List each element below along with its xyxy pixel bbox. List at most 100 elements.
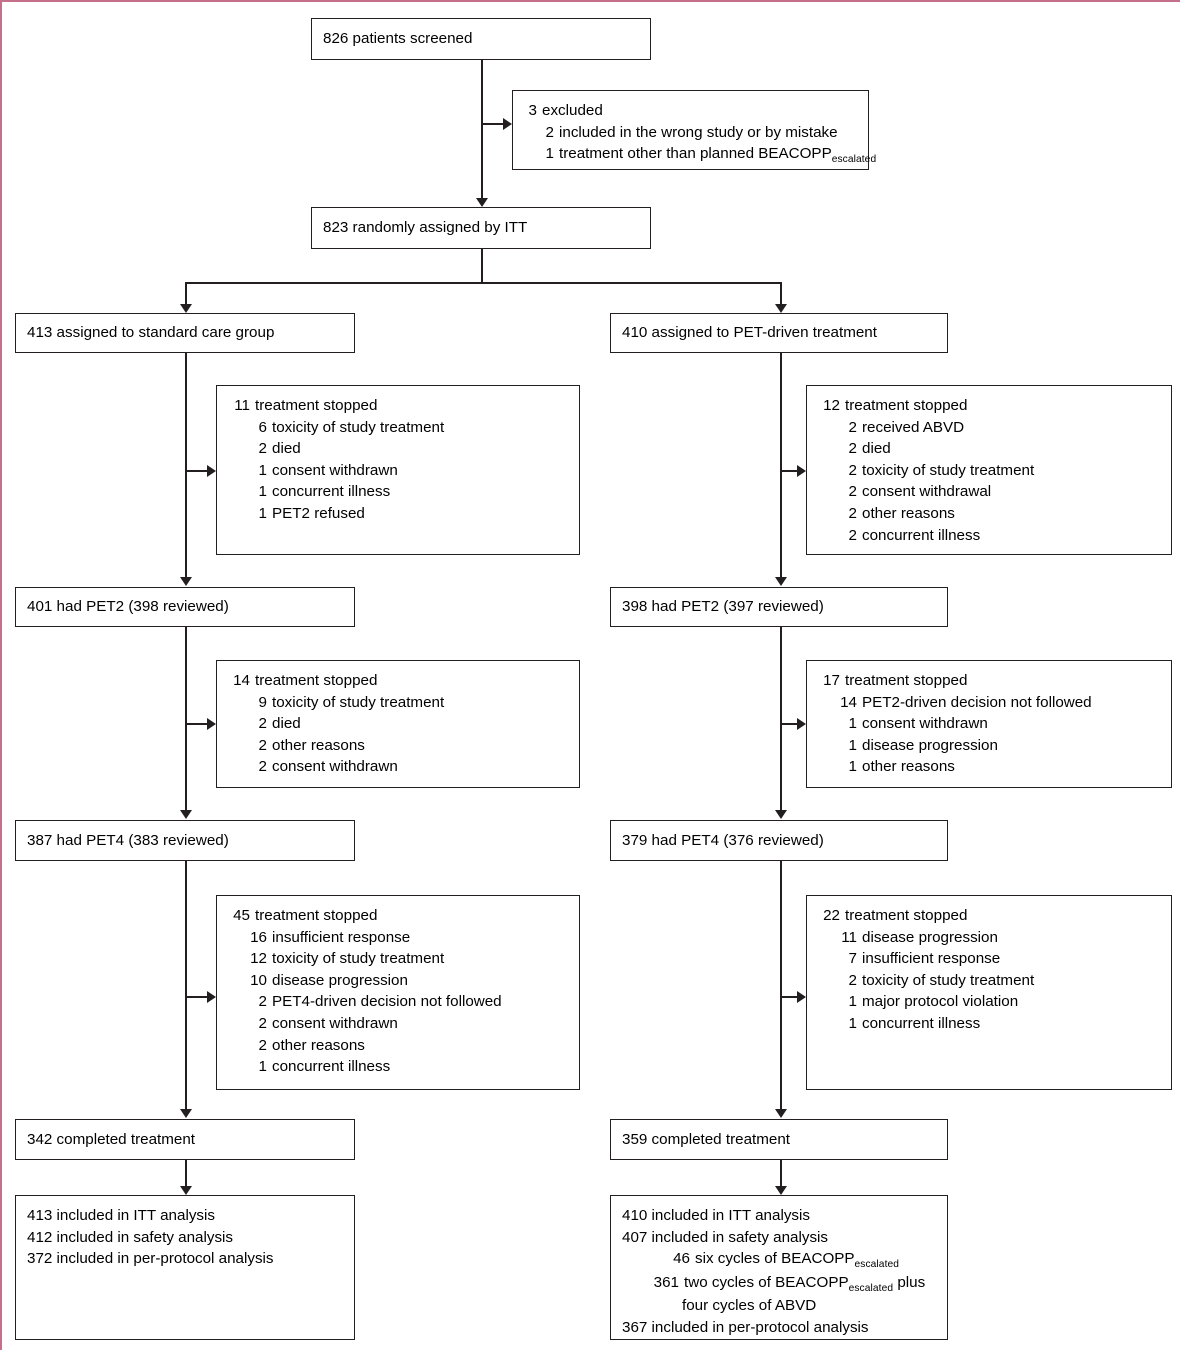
left-pet4-label: 387 had PET4 (383 reviewed) [27, 831, 229, 849]
left-stop2-item-count: 2 [258, 715, 267, 733]
right-stop2-item-text: disease progression [862, 736, 998, 754]
right-stop1-item-text: died [862, 440, 891, 458]
node-left-analysis-populations: 413 included in ITT analysis 412 include… [15, 1195, 355, 1340]
node-left-completed-treatment: 342 completed treatment [15, 1119, 355, 1160]
randomly-assigned-label: 823 randomly assigned by ITT [323, 219, 528, 237]
connector-right-pet4-to-completed [780, 861, 782, 1111]
arrowhead-left-pet4 [180, 810, 192, 819]
left-stop3-item-count: 1 [258, 1058, 267, 1076]
right-analysis-perprotocol-line: 367 included in per-protocol analysis [622, 1318, 869, 1336]
left-stop3-item-count: 2 [258, 1036, 267, 1054]
left-stop1-item-count: 2 [258, 440, 267, 458]
left-stop2-header-count: 14 [233, 672, 250, 689]
patients-screened-label: 826 patients screened [323, 30, 473, 48]
right-stop1-header-text: treatment stopped [845, 397, 968, 414]
left-stop3-item-text: consent withdrawn [272, 1014, 398, 1032]
right-stop1-item-count: 2 [848, 440, 857, 458]
right-analysis-itt-line: 410 included in ITT analysis [622, 1207, 810, 1224]
node-left-had-pet2: 401 had PET2 (398 reviewed) [15, 587, 355, 627]
arrowhead-right-analysis [775, 1186, 787, 1195]
left-stop3-header-count: 45 [233, 907, 250, 924]
connector-right-to-stop2 [780, 723, 798, 725]
right-stop3-item: 1 concurrent illness [818, 1013, 1160, 1035]
left-completed-label: 342 completed treatment [27, 1130, 196, 1148]
arrowhead-right-pet2 [775, 577, 787, 586]
connector-screened-to-excluded [481, 123, 505, 125]
right-stop3-item-text: disease progression [862, 928, 998, 946]
right-stop2-item-count: 14 [840, 693, 857, 711]
node-patients-screened: 826 patients screened [311, 18, 651, 60]
arrowhead-left-analysis [180, 1186, 192, 1195]
page-frame-left-rule [0, 0, 2, 1350]
arrowhead-left-pet2 [180, 577, 192, 586]
right-stop1-item-count: 2 [848, 483, 857, 501]
left-stop3-item-count: 16 [250, 928, 267, 946]
connector-randomised-split [186, 282, 782, 284]
right-stop3-item-count: 2 [848, 971, 857, 989]
left-stop1-header-text: treatment stopped [255, 397, 378, 414]
arrowhead-excluded [503, 118, 512, 130]
node-right-analysis-populations: 410 included in ITT analysis 407 include… [610, 1195, 948, 1340]
right-stop3-item-text: concurrent illness [862, 1014, 981, 1032]
right-stop3-item-count: 1 [848, 993, 857, 1011]
left-pet2-label: 401 had PET2 (398 reviewed) [27, 598, 229, 616]
connector-left-assigned-to-pet2 [185, 353, 187, 579]
right-stop2-item-text: other reasons [862, 758, 955, 776]
left-analysis-line: 372 included in per-protocol analysis [27, 1250, 274, 1268]
right-stop1-item-text: concurrent illness [862, 526, 981, 544]
connector-right-assigned-to-pet2 [780, 353, 782, 579]
node-randomly-assigned: 823 randomly assigned by ITT [311, 207, 651, 249]
node-right-completed-treatment: 359 completed treatment [610, 1119, 948, 1160]
excluded-item-text: treatment other than planned BEACOPP [559, 145, 832, 163]
left-stop2-item-count: 2 [258, 758, 267, 776]
node-right-assigned-pet-driven: 410 assigned to PET-driven treatment [610, 313, 948, 353]
connector-right-to-stop1 [780, 470, 798, 472]
excluded-header-count: 3 [528, 102, 537, 119]
left-stop3-item-text: other reasons [272, 1036, 365, 1054]
node-right-had-pet4: 379 had PET4 (376 reviewed) [610, 820, 948, 861]
right-stop1-item-text: other reasons [862, 504, 955, 522]
right-analysis-subitem-text: two cycles of BEACOPP [684, 1273, 849, 1291]
excluded-item-count: 1 [545, 145, 554, 163]
arrowhead-right-group [775, 304, 787, 313]
left-stop1-item-text: toxicity of study treatment [272, 418, 445, 436]
connector-left-to-stop1 [185, 470, 209, 472]
right-stop2-item-text: consent withdrawn [862, 715, 988, 733]
right-stop1-item-text: toxicity of study treatment [862, 461, 1035, 479]
connector-left-to-stop2 [185, 723, 209, 725]
right-analysis-subitem-count: 46 [673, 1250, 690, 1268]
connector-right-to-stop3 [780, 996, 798, 998]
right-analysis-safety-line: 407 included in safety analysis [622, 1228, 829, 1246]
left-stop1-item-text: concurrent illness [272, 483, 391, 501]
left-stop3-item-count: 2 [258, 993, 267, 1011]
arrowhead-right-stop3 [797, 991, 806, 1003]
arrowhead-randomised [476, 198, 488, 207]
excluded-item-text: included in the wrong study or by mistak… [559, 123, 838, 141]
right-stop3-item-count: 1 [848, 1014, 857, 1032]
left-stop1-header-count: 11 [234, 397, 250, 414]
